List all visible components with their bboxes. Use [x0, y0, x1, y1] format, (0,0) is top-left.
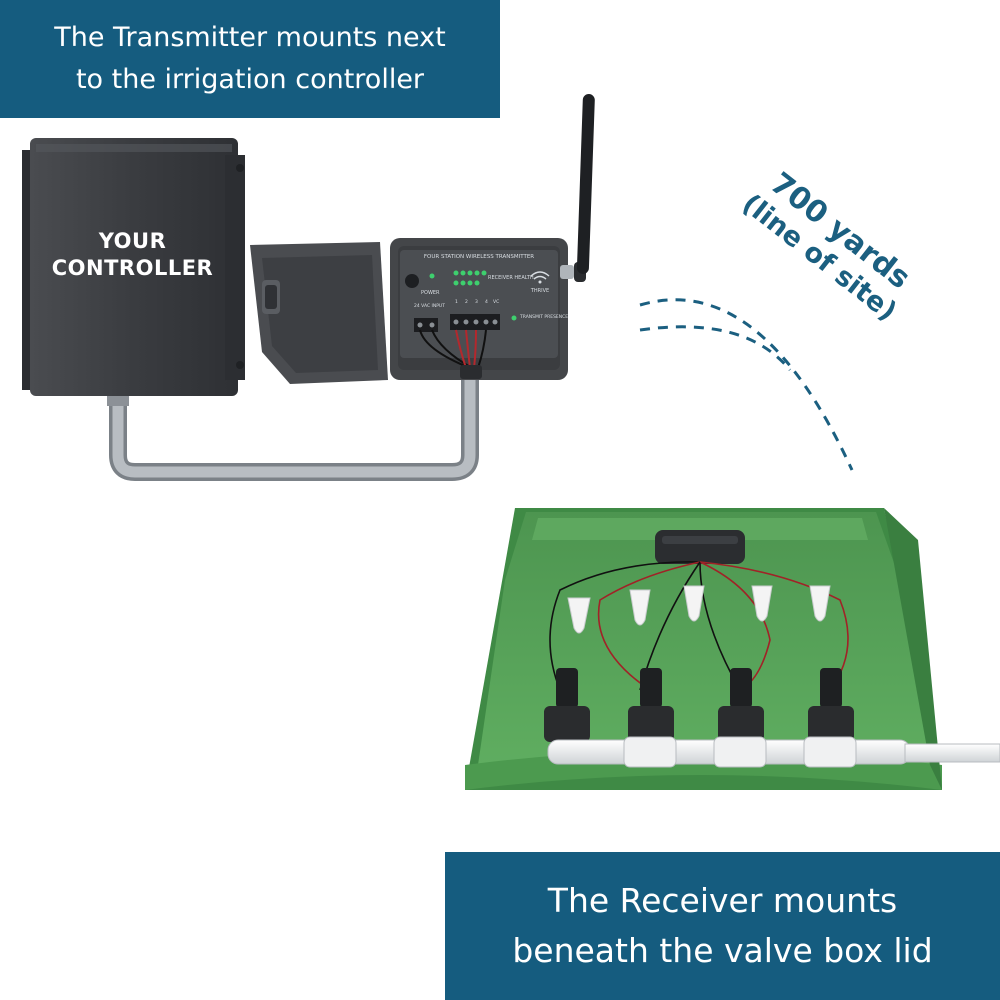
valve-1: [544, 668, 590, 742]
pvc-pipe: [547, 736, 1000, 768]
range-arcs: [639, 298, 854, 471]
station-number-4: 4: [485, 299, 488, 305]
station-number-1: 1: [455, 299, 458, 305]
transmitter-caption-banner: The Transmitter mounts next to the irrig…: [0, 0, 500, 118]
power-button: [405, 274, 419, 288]
receiver-health-leds: [453, 270, 487, 286]
transmitter-panel: FOUR STATION WIRELESS TRANSMITTER POWER …: [400, 250, 568, 379]
transmitter-enclosure-door: [250, 242, 388, 384]
receiver-unit: [655, 530, 745, 564]
receiver-caption-line1: The Receiver mounts: [547, 881, 898, 920]
panel-header: FOUR STATION WIRELESS TRANSMITTER: [424, 254, 534, 260]
controller-label-line2: CONTROLLER: [51, 256, 214, 280]
controller-label: YOUR CONTROLLER: [30, 228, 235, 282]
receiver-health-label: RECEIVER HEALTH: [488, 275, 534, 281]
transmitter-caption-line2: to the irrigation controller: [75, 64, 425, 95]
station-number-3: 3: [475, 299, 478, 305]
power-label: POWER: [421, 290, 440, 296]
panel-wires: [419, 329, 487, 369]
station-number-2: 2: [465, 299, 468, 305]
valve-2: [628, 668, 674, 742]
valve-4: [808, 668, 854, 742]
receiver-caption-banner: The Receiver mounts beneath the valve bo…: [445, 852, 1000, 1000]
wifi-icon: [530, 271, 550, 284]
valve-3: [718, 668, 764, 742]
terminal-block-input: [414, 318, 438, 332]
brand-label: THRIVE: [530, 288, 549, 294]
station-number-vc: VC: [493, 299, 499, 305]
transmitter-caption-line1: The Transmitter mounts next: [54, 22, 446, 53]
valves: [544, 668, 854, 742]
station-numbers: 1 2 3 4 VC: [455, 299, 499, 305]
receiver-caption-line2: beneath the valve box lid: [512, 931, 933, 970]
controller-label-line1: YOUR: [98, 229, 167, 253]
controller-box: [22, 138, 245, 396]
transmit-label: TRANSMIT PRESENCE: [519, 314, 568, 320]
wire-connectors: [567, 585, 831, 634]
terminal-block-stations: [450, 314, 500, 330]
input-label: 24 VAC INPUT: [414, 303, 445, 309]
antenna: [560, 94, 595, 282]
